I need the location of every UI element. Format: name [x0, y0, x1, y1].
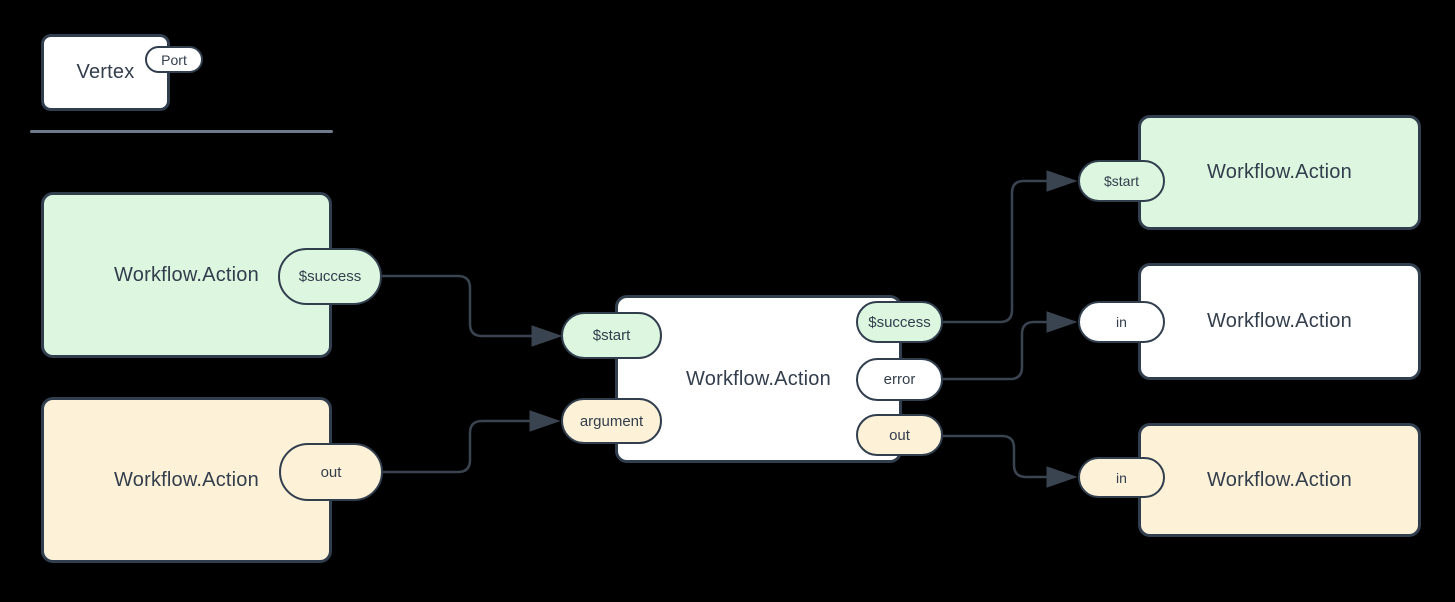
port-label: argument — [579, 412, 644, 430]
port-success-center[interactable]: $success — [856, 301, 943, 343]
port-label: $start — [1103, 173, 1139, 189]
node-workflow-action-center[interactable]: Workflow.Action — [615, 295, 902, 463]
edge-leftgreen-success-to-center-start[interactable] — [382, 274, 563, 347]
legend-port-pill[interactable]: Port — [145, 46, 203, 73]
port-error-center[interactable]: error — [856, 358, 943, 401]
arrowhead — [529, 410, 561, 432]
edge-center-success-to-rightgreen-start[interactable] — [943, 170, 1078, 324]
node-label: Workflow.Action — [1207, 310, 1352, 332]
node-label: Workflow.Action — [114, 468, 259, 491]
port-argument-center[interactable]: argument — [561, 398, 662, 444]
port-in-right-white[interactable]: in — [1078, 301, 1165, 343]
port-label: $success — [298, 268, 362, 285]
node-label: Workflow.Action — [114, 263, 259, 286]
edge-center-error-to-rightwhite-in[interactable] — [943, 311, 1078, 381]
port-label: error — [883, 371, 916, 388]
port-label: in — [1116, 314, 1127, 330]
node-label: Workflow.Action — [1207, 468, 1352, 491]
port-success-left-green[interactable]: $success — [278, 248, 382, 305]
port-out-left-cream[interactable]: out — [279, 443, 383, 501]
port-start-right-green[interactable]: $start — [1078, 160, 1165, 202]
port-label: in — [1116, 469, 1127, 486]
edge-center-out-to-rightcream-in[interactable] — [943, 434, 1078, 488]
port-start-center[interactable]: $start — [561, 312, 662, 359]
node-label: Workflow.Action — [686, 367, 831, 390]
arrowhead — [531, 325, 563, 347]
port-label: $success — [868, 313, 931, 331]
port-out-center[interactable]: out — [856, 414, 943, 456]
node-label: Workflow.Action — [1207, 161, 1352, 183]
legend-port-label: Port — [161, 51, 187, 68]
port-in-right-cream[interactable]: in — [1078, 457, 1165, 498]
arrowhead — [1046, 466, 1078, 488]
node-workflow-action-right-green[interactable]: Workflow.Action — [1138, 115, 1421, 230]
port-label: out — [889, 426, 910, 444]
node-workflow-action-right-white[interactable]: Workflow.Action — [1138, 263, 1421, 380]
divider-line — [30, 130, 333, 133]
arrowhead — [1046, 170, 1078, 192]
node-workflow-action-right-cream[interactable]: Workflow.Action — [1138, 423, 1421, 537]
edge-leftcream-out-to-center-argument[interactable] — [383, 410, 561, 474]
legend-vertex-node[interactable]: Vertex — [41, 34, 170, 111]
legend-vertex-label: Vertex — [76, 61, 135, 83]
port-label: out — [320, 463, 342, 481]
port-label: $start — [592, 327, 631, 344]
arrowhead — [1046, 311, 1078, 333]
